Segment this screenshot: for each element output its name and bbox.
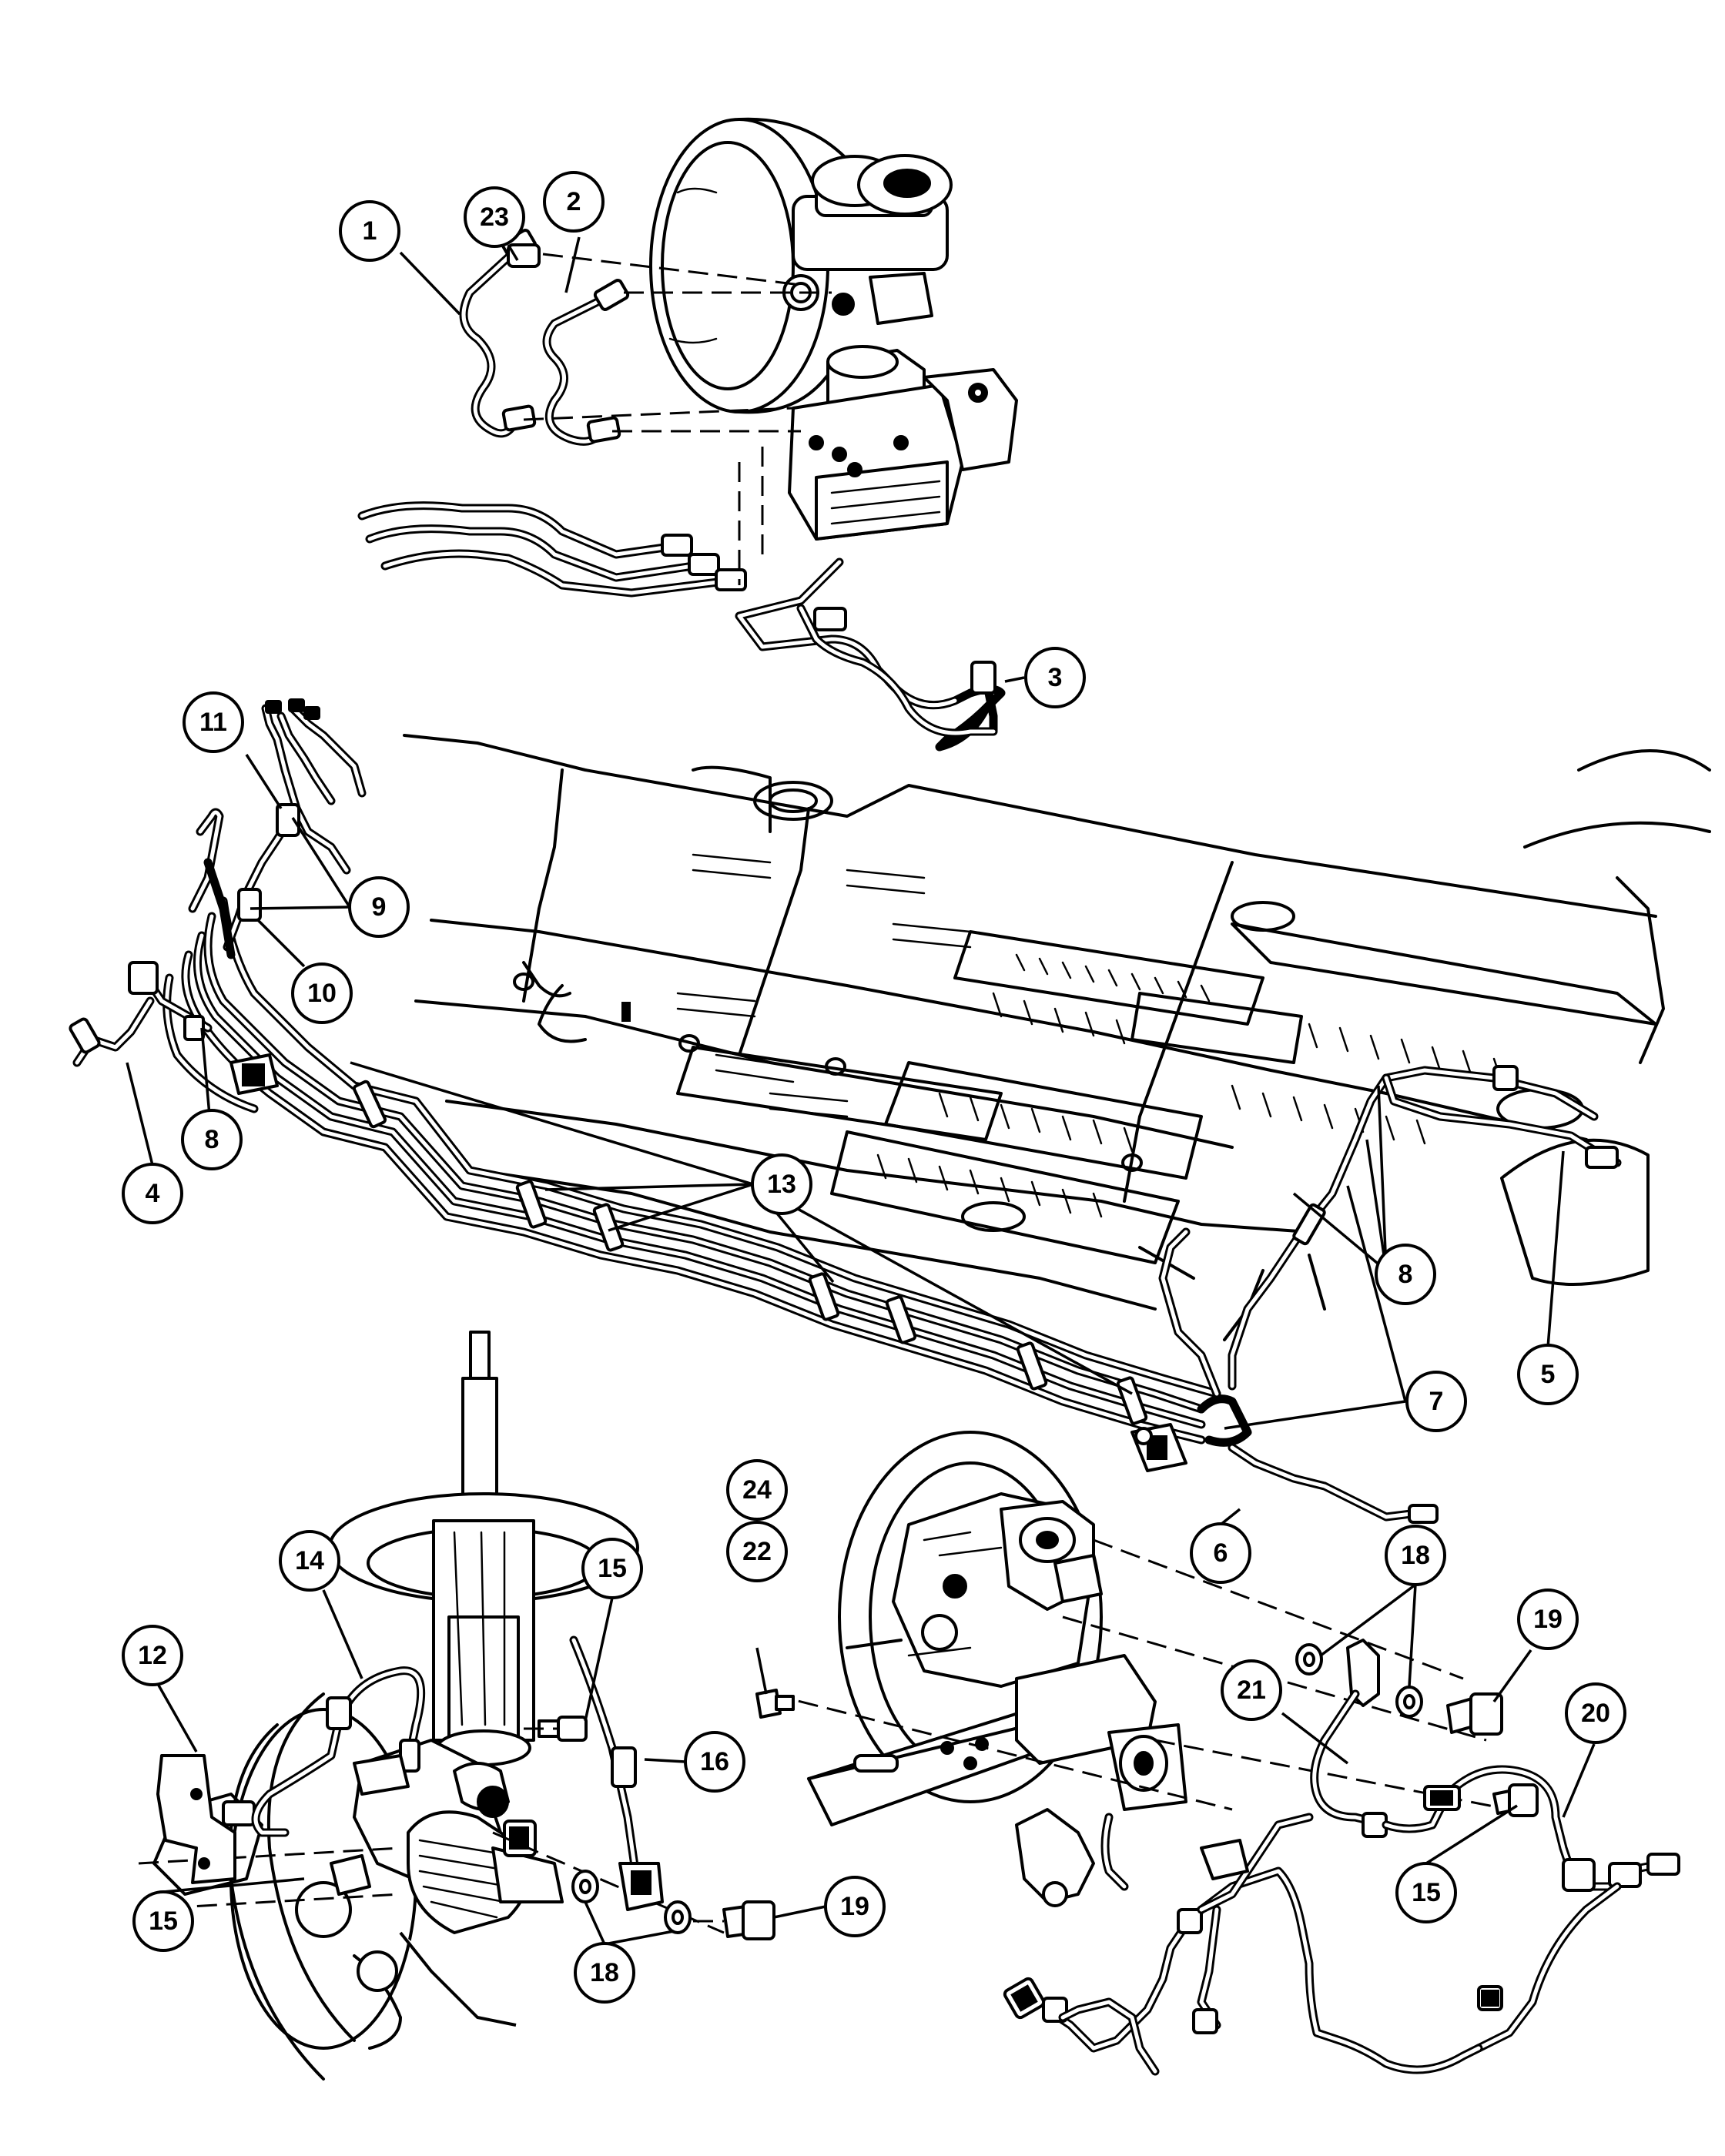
callout-21: 21	[1221, 1659, 1282, 1721]
rear-washers-18	[1295, 1643, 1423, 1718]
callout-8-rear-label: 8	[1398, 1260, 1413, 1289]
callout-19-rear-label: 19	[1533, 1605, 1563, 1634]
callout-16-label: 16	[700, 1747, 729, 1776]
rear-banjo-bolt-19	[1446, 1692, 1503, 1736]
callout-13-label: 13	[767, 1170, 796, 1199]
callout-23: 23	[464, 186, 525, 248]
front-strut-assembly	[138, 1331, 725, 2081]
callout-19-front-label: 19	[840, 1892, 869, 1921]
callout-3-label: 3	[1048, 663, 1063, 692]
callout-20-label: 20	[1581, 1699, 1610, 1728]
callout-12-label: 12	[138, 1641, 167, 1670]
callout-18-rear: 18	[1385, 1525, 1446, 1586]
callout-22-label: 22	[742, 1537, 772, 1566]
callout-6-label: 6	[1214, 1538, 1228, 1568]
callout-10: 10	[291, 962, 353, 1024]
callout-18-front: 18	[574, 1942, 635, 2004]
callout-4: 4	[122, 1163, 183, 1224]
callout-11: 11	[183, 691, 244, 753]
callout-15-front-upper: 15	[581, 1538, 643, 1599]
callout-7-label: 7	[1429, 1387, 1444, 1416]
callout-18-front-label: 18	[590, 1958, 619, 1987]
callout-1: 1	[339, 200, 400, 262]
front-bracket-12	[156, 1754, 236, 1884]
callout-24-label: 24	[742, 1475, 772, 1505]
callout-9-label: 9	[372, 892, 387, 922]
callout-4-label: 4	[146, 1179, 160, 1208]
callout-2: 2	[543, 171, 605, 233]
callout-8-front-label: 8	[205, 1125, 219, 1154]
rear-sensor-harness-20	[1003, 1765, 1680, 2076]
callout-24: 24	[726, 1459, 788, 1521]
callout-2-label: 2	[567, 187, 581, 216]
callout-13: 13	[751, 1153, 812, 1215]
front-brake-lines	[357, 447, 764, 598]
master-cylinder	[790, 154, 953, 325]
front-washers-18	[571, 1870, 692, 1934]
brake-tube-23-fitting	[507, 243, 541, 268]
callout-14: 14	[279, 1530, 340, 1592]
front-flex-hose-16	[569, 1635, 664, 1911]
mounting-bolt-22	[755, 1689, 795, 1719]
callout-15-rear-label: 15	[1412, 1878, 1441, 1907]
callout-20: 20	[1565, 1682, 1626, 1744]
callout-6: 6	[1190, 1522, 1251, 1584]
callout-15-front-upper-label: 15	[598, 1554, 627, 1583]
callout-7: 7	[1405, 1371, 1467, 1432]
callout-15-front-lower-label: 15	[149, 1907, 178, 1936]
front-flex-hose-14	[251, 1666, 426, 1837]
vehicle-floor-pan	[403, 734, 1711, 1341]
callout-5-label: 5	[1541, 1360, 1556, 1389]
callout-15-rear: 15	[1395, 1862, 1457, 1923]
brake-tube-3	[735, 557, 1006, 752]
hydraulic-control-unit	[788, 345, 1018, 541]
callout-5: 5	[1517, 1344, 1579, 1405]
leader-lines	[126, 236, 1596, 1946]
rear-flex-hose-21	[1310, 1639, 1391, 1838]
callout-1-label: 1	[363, 216, 377, 246]
callout-22: 22	[726, 1521, 788, 1582]
callout-9: 9	[348, 876, 410, 938]
brake-tube-2	[542, 279, 630, 446]
callout-12: 12	[122, 1625, 183, 1686]
front-harness-clips	[69, 698, 367, 1095]
callout-15-front-lower: 15	[132, 1890, 194, 1952]
callout-21-label: 21	[1237, 1676, 1266, 1705]
callout-11-label: 11	[199, 708, 227, 737]
callout-8-front: 8	[181, 1109, 243, 1170]
callout-8-rear: 8	[1375, 1244, 1436, 1305]
callout-3: 3	[1024, 647, 1086, 708]
callout-19-rear: 19	[1517, 1589, 1579, 1650]
callout-23-label: 23	[480, 203, 509, 232]
callout-10-label: 10	[307, 979, 337, 1008]
rear-axle-assembly	[769, 1431, 1510, 1907]
rear-bolt-15	[1492, 1783, 1539, 1817]
callout-19-front: 19	[824, 1876, 886, 1937]
callout-18-rear-label: 18	[1401, 1541, 1430, 1570]
callout-16: 16	[684, 1731, 745, 1793]
front-banjo-bolt-19	[722, 1900, 775, 1940]
callout-14-label: 14	[295, 1546, 324, 1575]
front-bolt-15	[330, 1716, 588, 1896]
